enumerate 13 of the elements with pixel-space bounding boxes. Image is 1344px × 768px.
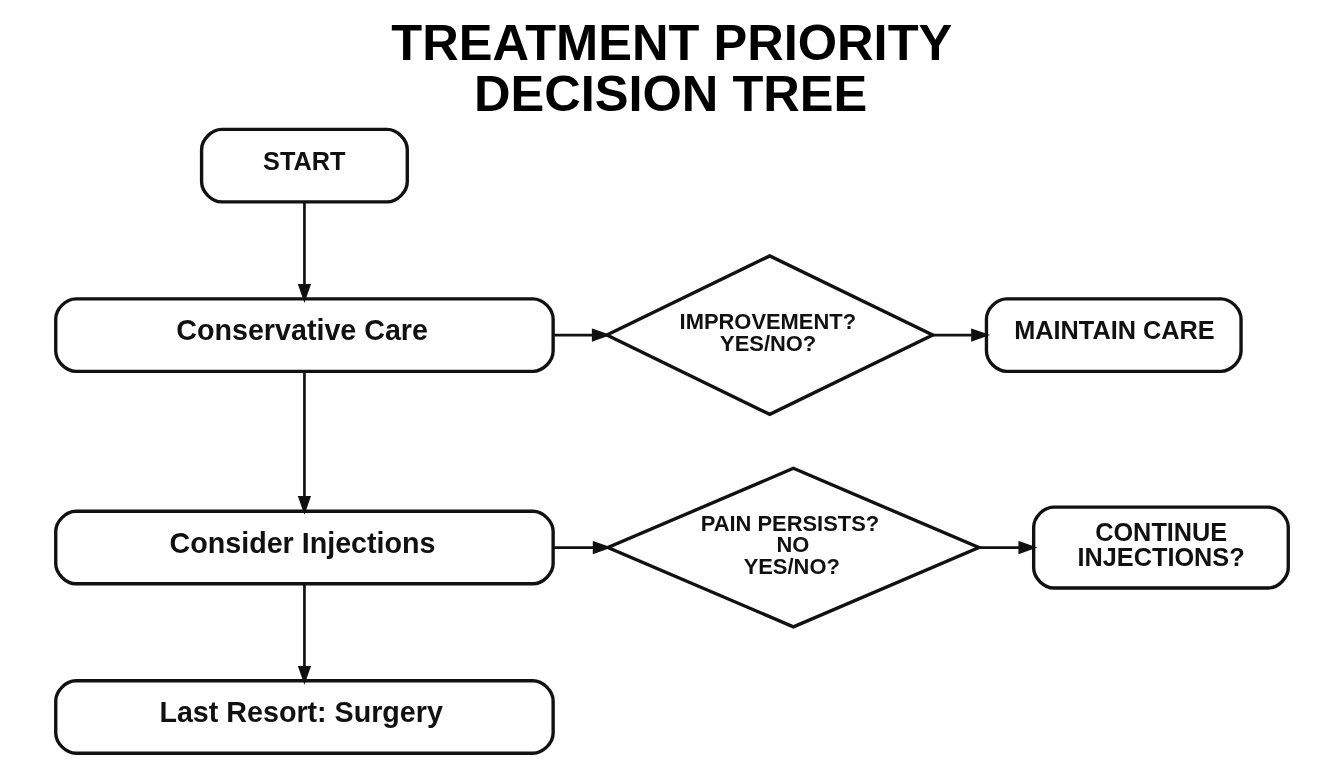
node-box: START (199, 127, 409, 204)
node-box: MAINTAIN CARE (984, 297, 1243, 374)
node-box: Conservative Care (54, 297, 555, 374)
arrow (933, 328, 991, 342)
node-diamond: IMPROVEMENT? YES/NO? (603, 254, 937, 417)
node-box: Consider Injections (54, 509, 555, 586)
diagram-title: TREATMENT PRIORITY DECISION TREE (391, 14, 953, 122)
arrow (979, 540, 1038, 555)
arrow (297, 584, 312, 685)
arrow (297, 202, 312, 303)
node-box: CONTINUE INJECTIONS? (1031, 505, 1290, 590)
arrow (297, 371, 312, 515)
node-box: Last Resort: Surgery (54, 679, 555, 755)
